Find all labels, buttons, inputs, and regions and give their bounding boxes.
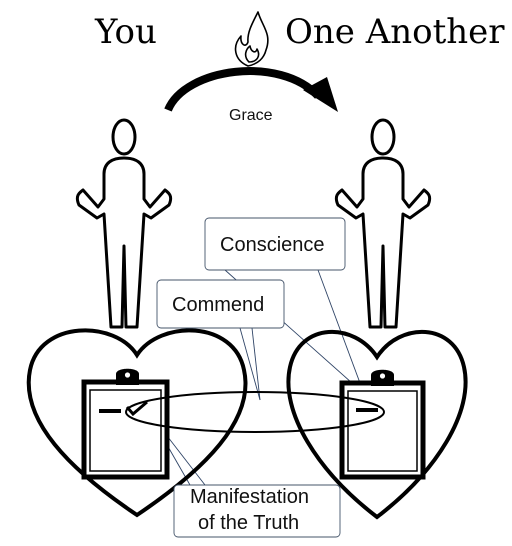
commend-label: Commend: [172, 294, 265, 316]
person-icon-left: [75, 118, 173, 329]
conscience-callout-box: [204, 217, 346, 271]
commend-callout-box: [156, 279, 285, 329]
clipboard-icon-right: [339, 369, 426, 480]
heart-icon-left: [26, 328, 248, 518]
grace-label: Grace: [229, 107, 273, 124]
commend-pointer-b: [251, 327, 261, 401]
conscience-pointer-b: [317, 269, 361, 384]
clipboard-icon-left: [81, 368, 170, 480]
manifestation-label-line2: of the Truth: [198, 512, 300, 534]
curved-arrow-icon: [164, 67, 338, 112]
connecting-ellipse: [125, 391, 385, 433]
title-you: You: [95, 12, 157, 52]
person-icon-right: [334, 118, 432, 329]
heart-icon-right: [286, 330, 468, 520]
title-one-another: One Another: [285, 12, 505, 52]
manifestation-label-line1: Manifestation: [190, 486, 309, 508]
conscience-label: Conscience: [220, 234, 325, 256]
flame-icon: [234, 11, 269, 67]
manifestation-callout-box: [173, 484, 341, 538]
commend-pointer-a: [239, 327, 261, 401]
checkmark-icon: [125, 400, 148, 417]
